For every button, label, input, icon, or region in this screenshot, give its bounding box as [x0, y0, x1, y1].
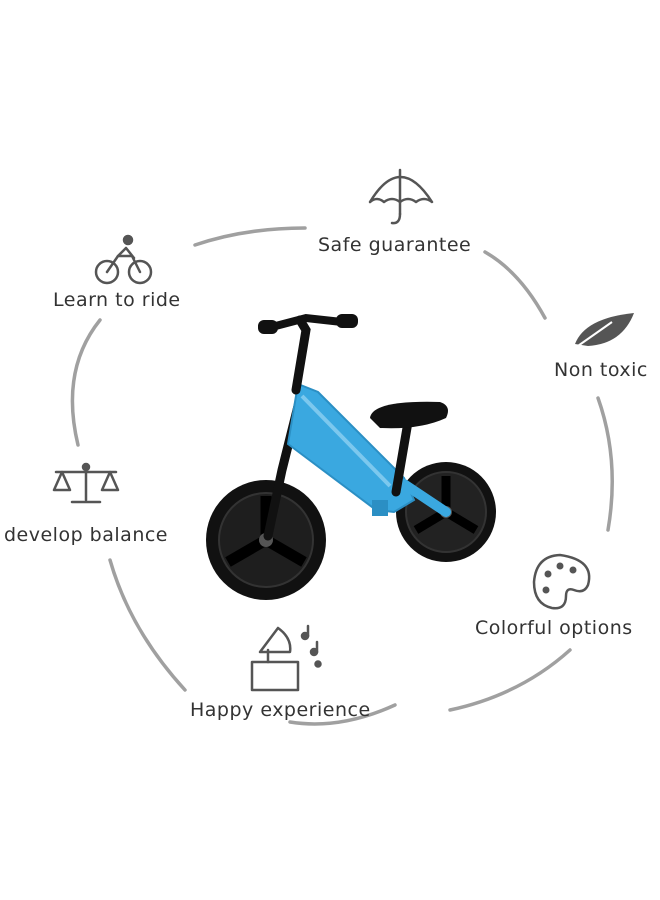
leaf-icon	[574, 313, 634, 349]
balance-bike-image	[206, 313, 496, 600]
feature-label-toxic: Non toxic	[554, 359, 648, 381]
circular-ring	[70, 226, 614, 726]
music-box-icon	[250, 624, 322, 692]
feature-label-happy: Happy experience	[190, 699, 371, 721]
umbrella-icon	[368, 168, 434, 225]
palette-icon	[532, 553, 591, 610]
feature-label-ride: Learn to ride	[53, 289, 181, 311]
feature-label-balance: develop balance	[4, 524, 168, 546]
scale-icon	[52, 462, 120, 504]
feature-label-safe: Safe guarantee	[318, 234, 471, 256]
cyclist-icon	[94, 234, 153, 285]
feature-label-color: Colorful options	[475, 617, 633, 639]
